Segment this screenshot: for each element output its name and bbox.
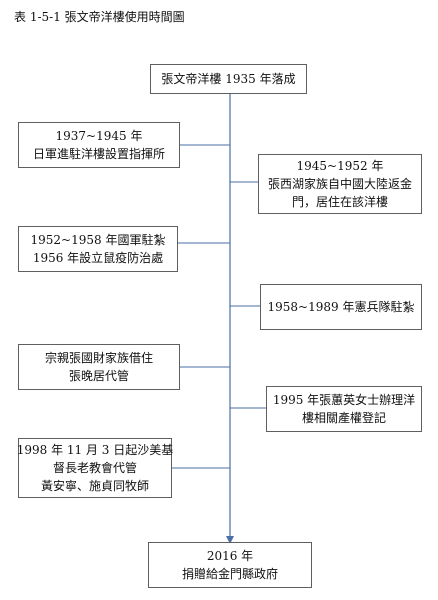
start-node: 張文帝洋樓 1935 年落成: [150, 64, 307, 94]
event-1952-1958: 1952~1958 年國軍駐紮 1956 年設立鼠疫防治處: [18, 226, 178, 272]
end-node: 2016 年捐贈給金門縣政府: [148, 542, 312, 588]
node-text-line: 張西湖家族自中國大陸返金: [267, 177, 412, 191]
node-text-line: 1998 年 11 月 3 日起沙美基: [16, 443, 174, 457]
event-1937-1945: 1937~1945 年日軍進駐洋樓設置指揮所: [18, 122, 180, 168]
node-text-line: 督長老教會代管: [52, 461, 137, 475]
node-text-line: 黃安寧、施貞同牧師: [40, 479, 149, 493]
node-text-line: 1945~1952 年: [296, 159, 384, 173]
node-text-line: 宗親張國財家族借住: [44, 351, 153, 365]
node-text-line: 1958~1989 年憲兵隊駐紮: [267, 300, 415, 314]
node-text-line: 捐贈給金門縣政府: [181, 567, 278, 581]
event-family-lodging: 宗親張國財家族借住張晚居代管: [18, 344, 180, 390]
event-1995: 1995 年張蕙英女士辦理洋樓相關產權登記: [266, 386, 422, 432]
node-text-line: 1952~1958 年國軍駐紮: [30, 233, 166, 247]
node-text-line: 日軍進駐洋樓設置指揮所: [32, 147, 165, 161]
node-text-line: 1956 年設立鼠疫防治處: [32, 251, 164, 265]
event-1958-1989: 1958~1989 年憲兵隊駐紮: [260, 284, 422, 330]
node-text-line: 張文帝洋樓 1935 年落成: [161, 72, 296, 86]
node-text-line: 樓相關產權登記: [301, 411, 386, 425]
node-text-line: 1937~1945 年: [55, 129, 143, 143]
node-text-line: 1995 年張蕙英女士辦理洋: [272, 393, 416, 407]
event-1998: 1998 年 11 月 3 日起沙美基督長老教會代管黃安寧、施貞同牧師: [16, 438, 174, 498]
node-text-line: 門，居住在該洋樓: [291, 195, 388, 209]
figure-caption: 表 1-5-1 張文帝洋樓使用時間圖: [14, 10, 185, 24]
node-text-line: 2016 年: [206, 549, 254, 563]
node-text-line: 張晚居代管: [68, 369, 129, 383]
event-1945-1952: 1945~1952 年張西湖家族自中國大陸返金門，居住在該洋樓: [258, 154, 422, 214]
